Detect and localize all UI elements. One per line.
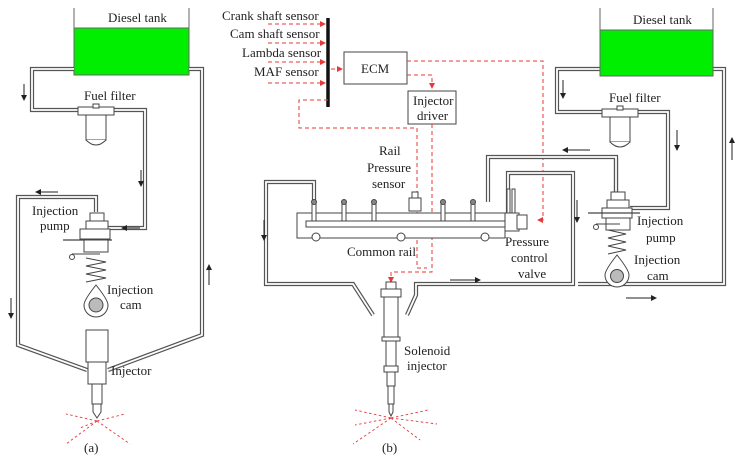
tank-label-b: Diesel tank: [633, 12, 692, 27]
injection-cam-b: Injection cam: [604, 252, 681, 288]
caption-b: (b): [382, 440, 397, 455]
solenoid-label-2: injector: [407, 358, 447, 373]
pcv-label-2: control: [511, 250, 548, 265]
rail-pressure-sensor: [408, 197, 422, 212]
cam-label-a-2: cam: [120, 297, 142, 312]
rail-sensor-label-3: sensor: [372, 176, 406, 191]
spray-a: [65, 413, 131, 445]
pump-label-a-2: pump: [40, 218, 70, 233]
pump-label-b-1: Injection: [637, 213, 684, 228]
fuel-lines-b: [263, 66, 727, 317]
cam-label-b-1: Injection: [634, 252, 681, 267]
filter-label-b: Fuel filter: [609, 90, 661, 105]
fuel-filter-a: Fuel filter: [77, 88, 136, 146]
pressure-control-valve: Pressure control valve: [504, 188, 549, 281]
sensor-list: Crank shaft sensor Cam shaft sensor Lamb…: [222, 8, 427, 269]
injector-label-a: Injector: [111, 363, 152, 378]
injector-driver-label-2: driver: [417, 108, 449, 123]
caption-a: (a): [84, 440, 98, 455]
sensor-label-maf: MAF sensor: [254, 64, 319, 79]
solenoid-label-1: Solenoid: [404, 343, 451, 358]
pump-label-b-2: pump: [646, 230, 676, 245]
sensor-label-cam: Cam shaft sensor: [230, 26, 320, 41]
injector-driver-label-1: Injector: [413, 93, 454, 108]
spray-b: [352, 409, 438, 445]
injection-pump-a: Injection pump: [32, 203, 112, 283]
sensor-label-lambda: Lambda sensor: [242, 45, 322, 60]
pump-label-a-1: Injection: [32, 203, 79, 218]
tank-label-a: Diesel tank: [108, 10, 167, 25]
panel-b: Crank shaft sensor Cam shaft sensor Lamb…: [222, 8, 735, 455]
injection-pump-b: Injection pump: [588, 191, 684, 255]
panel-a: Diesel tank Fuel filter: [8, 8, 212, 455]
rail-sensor-label-2: Pressure: [367, 160, 411, 175]
common-rail-label: Common rail: [347, 244, 416, 259]
diesel-tank-a: Diesel tank: [73, 8, 190, 76]
common-rail: Common rail: [296, 191, 507, 259]
fuel-level: [73, 27, 190, 76]
diesel-tank-b: Diesel tank: [599, 8, 714, 77]
cam-label-a-1: Injection: [107, 282, 154, 297]
pcv-label-1: Pressure: [505, 234, 549, 249]
fuel-filter-b: Fuel filter: [601, 90, 661, 148]
injection-cam-a: Injection cam: [83, 282, 154, 318]
cam-label-b-2: cam: [647, 268, 669, 283]
filter-label-a: Fuel filter: [84, 88, 136, 103]
injector-a: Injector: [85, 329, 152, 419]
fuel-level: [599, 29, 714, 77]
injector-driver-box: Injector driver: [388, 90, 457, 283]
rail-sensor-label-1: Rail: [379, 143, 401, 158]
solenoid-injector: Solenoid injector: [380, 281, 451, 418]
pcv-label-3: valve: [518, 266, 546, 281]
sensor-label-crank: Crank shaft sensor: [222, 8, 319, 23]
ecm-box: ECM: [331, 51, 544, 223]
ecm-label: ECM: [361, 61, 390, 76]
